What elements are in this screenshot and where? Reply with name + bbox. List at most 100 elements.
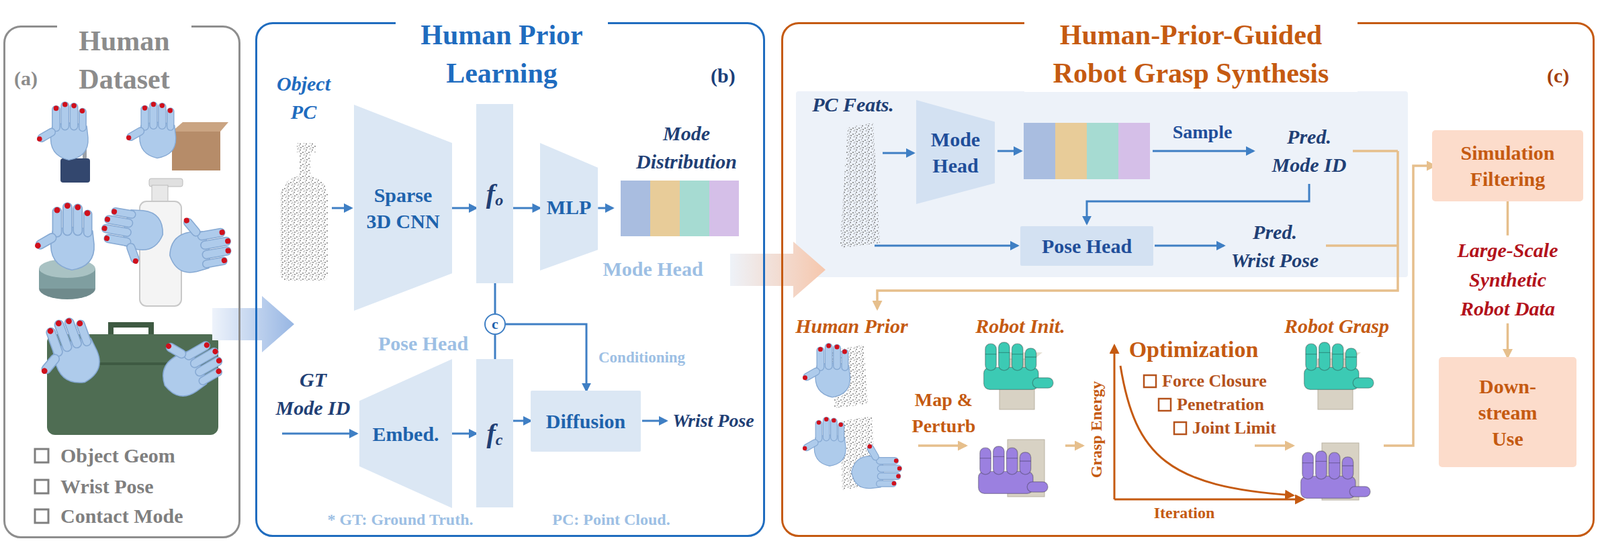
object-point-cloud (280, 143, 328, 281)
illustration-part (1154, 245, 1224, 248)
arrow-label: Sample (1172, 118, 1233, 146)
mode-distribution: Mode Distribution (612, 118, 761, 237)
illustration-part (1113, 345, 1116, 500)
illustration-part (36, 102, 88, 160)
stage-label: Robot Init. (975, 312, 1065, 341)
illustration-part (1114, 499, 1304, 502)
illustration-part (1301, 451, 1371, 499)
slab-point-cloud (839, 122, 880, 249)
trapezoid-shape (916, 100, 995, 205)
mode-head-trapezoid: Mode Head (916, 100, 995, 205)
illustration-part (802, 343, 850, 398)
stage-arrow (212, 296, 295, 353)
trapezoid-shape (353, 104, 453, 311)
illustration-part (1055, 122, 1087, 180)
illustration-part (1352, 149, 1398, 153)
mode-swatch (650, 180, 680, 237)
checklist-item: Contact Mode (60, 502, 183, 531)
feature-bar: fc (476, 359, 514, 508)
illustration-part (163, 210, 236, 277)
feature-band (795, 91, 1408, 278)
bottle-grasp (96, 178, 236, 307)
footnote: PC: Point Cloud. (552, 509, 670, 532)
illustration-part (1143, 375, 1157, 388)
output-label: Large-Scale Synthetic Robot Data (1448, 235, 1567, 324)
checklist-item: Joint Limit (1192, 416, 1277, 441)
illustration-part (296, 143, 316, 153)
node-text-group: Mode Distribution (612, 119, 761, 176)
node-text-group: Embed. (372, 421, 439, 448)
checklist-item: Object Geom (60, 441, 176, 471)
illustration-part (1304, 342, 1374, 390)
node-text-group: fc (486, 417, 504, 451)
mlp-trapezoid: MLP (540, 143, 599, 271)
illustration-part (151, 185, 168, 203)
illustration-part (34, 202, 95, 271)
robot-grasp-hands (1301, 342, 1374, 501)
illustration-part (978, 446, 1048, 494)
flow-connector (494, 335, 497, 360)
illustration-part (34, 509, 49, 524)
illustration-part (1152, 150, 1254, 153)
output-label: Pred. Wrist Pose (1229, 218, 1322, 275)
stage-label: Optimization (1129, 333, 1259, 367)
process-box: Simulation Filtering (1432, 130, 1584, 202)
illustration-part (851, 443, 903, 490)
flow-connector (494, 283, 497, 314)
illustration-part (1158, 398, 1171, 412)
mode-swatch (620, 180, 651, 237)
concat-circle: c (484, 313, 506, 336)
checklist-item: Wrist Pose (60, 472, 154, 502)
output-label: Wrist Pose (672, 407, 755, 434)
node-label: Sparse 3D CNN (363, 182, 443, 235)
encoder-trapezoid: Sparse 3D CNN (353, 104, 453, 311)
illustration-part (26, 311, 106, 396)
illustration-part (1325, 244, 1398, 248)
stage-label: Human Prior (795, 312, 909, 341)
trapezoid-fill (359, 359, 453, 509)
illustration-part (984, 342, 1054, 390)
node-label: Simulation Filtering (1432, 139, 1584, 193)
illustration-part (1254, 444, 1294, 448)
module-caption: Pose Head (378, 329, 469, 359)
node-label: Embed. (372, 421, 439, 448)
output-label: Pred. Mode ID (1265, 122, 1353, 180)
illustration-part (171, 122, 229, 132)
checklist-item: Penetration (1176, 392, 1265, 418)
node-label: Diffusion (546, 408, 626, 435)
checklist-item: Force Closure (1162, 369, 1267, 394)
illustration-part (1383, 165, 1435, 447)
illustration-part (802, 417, 846, 467)
illustration-part (282, 433, 357, 436)
trapezoid-fill (916, 100, 995, 205)
illustration-part (874, 245, 1018, 248)
flow-connector (452, 433, 477, 436)
panel-title: Human-Prior-Guided Robot Grasp Synthesis (1024, 16, 1358, 93)
feature-subscript: o (495, 191, 504, 209)
illustration-part (60, 158, 91, 183)
illustration-part (882, 152, 914, 155)
edge-annotation: Conditioning (598, 346, 686, 369)
input-label: PC Feats. (812, 90, 895, 119)
node-text-group: Down-stream Use (1470, 373, 1546, 453)
illustration-part (1086, 184, 1310, 224)
node-label: MLP (546, 194, 592, 221)
node-text-group: Pose Head (1041, 233, 1132, 260)
illustration-part (34, 480, 49, 494)
flow-connector (505, 324, 587, 391)
flow-connector (597, 207, 613, 210)
footnote: * GT: Ground Truth. (327, 509, 474, 532)
axis-label: Iteration (1153, 502, 1216, 526)
illustration-part (1086, 122, 1119, 180)
node-text-group: MLP (546, 194, 592, 221)
node-text-group: c (491, 317, 499, 332)
input-label: Object PC (266, 69, 341, 127)
trapezoid-fill (540, 143, 599, 271)
node-label: Pose Head (1041, 233, 1132, 260)
node-text-group: Simulation Filtering (1432, 139, 1584, 193)
illustration-part (997, 150, 1021, 153)
flow-connector (513, 420, 531, 423)
illustration-part (331, 207, 352, 210)
module-caption: Mode Head (602, 255, 703, 284)
illustration-part (1065, 444, 1083, 448)
